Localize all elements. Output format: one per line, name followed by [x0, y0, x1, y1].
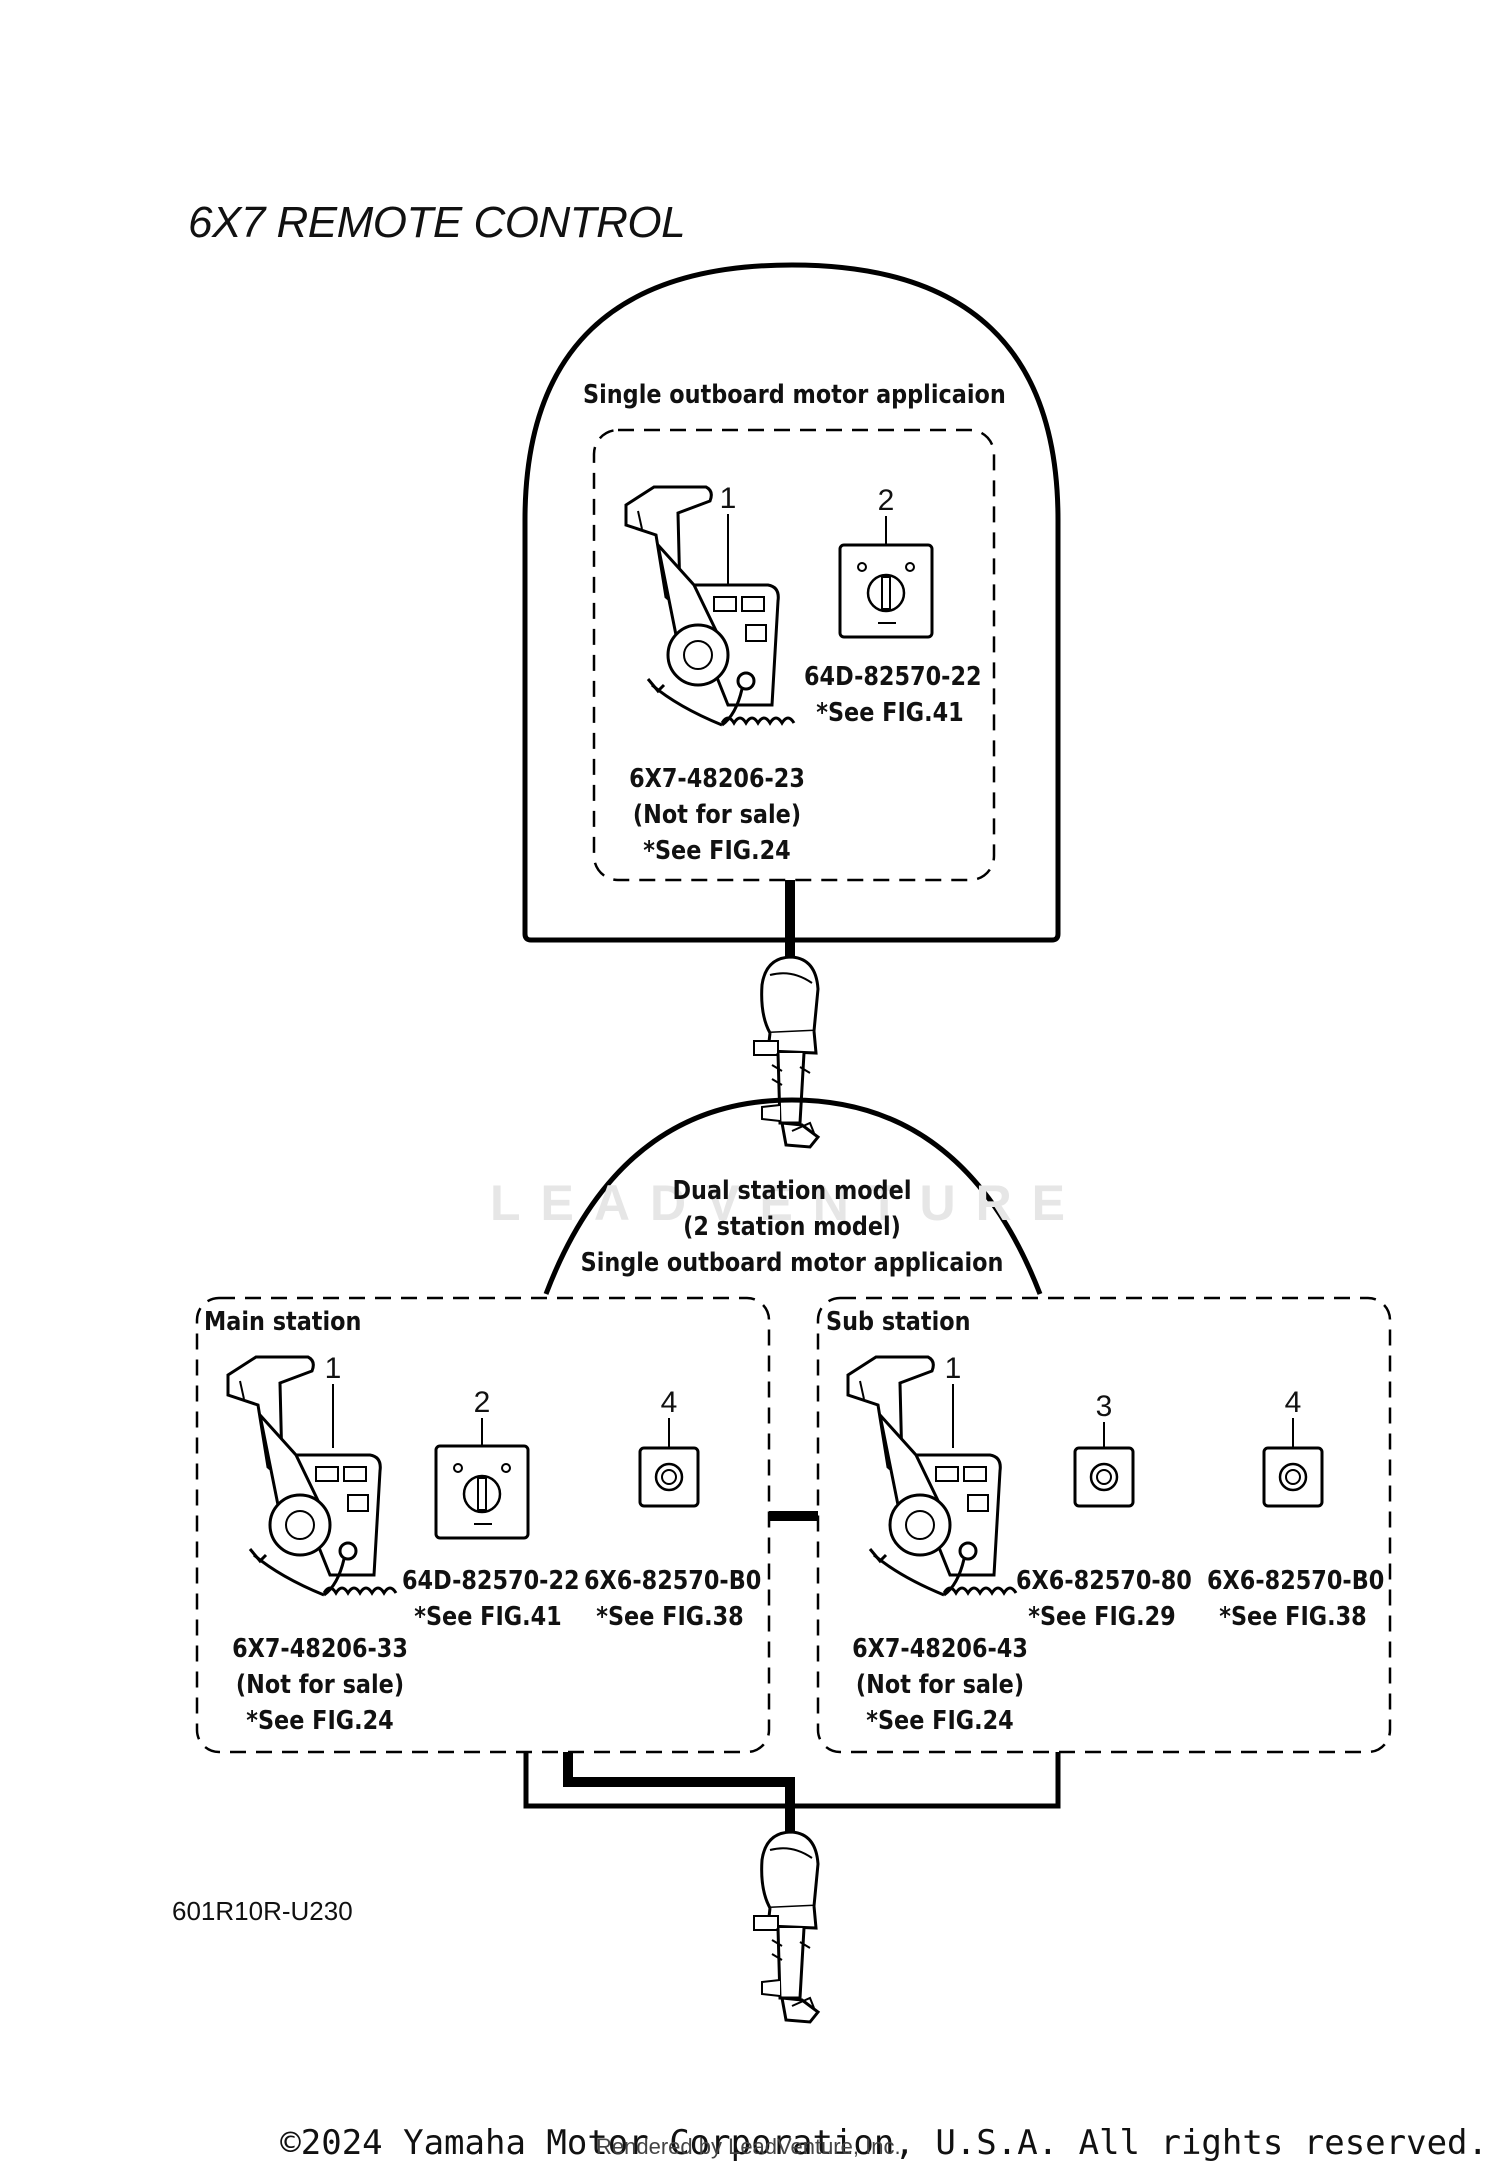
single-app-group-box — [592, 428, 996, 882]
sub-station-box — [816, 1296, 1392, 1754]
dual-app-arch — [543, 1097, 1043, 1295]
sub-control-callout: 1 — [944, 1352, 962, 1385]
part-number: 6X7-48206-23 — [629, 764, 805, 794]
single-app-header: Single outboard motor applicaion — [583, 380, 1006, 410]
fig-ref: *See FIG.38 — [596, 1602, 744, 1632]
part-number: 6X6-82570-B0 — [1207, 1566, 1385, 1596]
part-number: 6X6-82570-B0 — [584, 1566, 762, 1596]
part-number: 64D-82570-22 — [402, 1566, 580, 1596]
main-switch-label: 64D-82570-22 *See FIG.41 — [402, 1563, 580, 1635]
fig-ref: *See FIG.24 — [866, 1706, 1014, 1736]
main-station-label: Main station — [204, 1307, 362, 1337]
sub-button4-callout: 4 — [1284, 1386, 1302, 1419]
watermark: LEADVENTURE — [490, 1175, 1086, 1231]
part-number: 6X7-48206-33 — [232, 1634, 408, 1664]
fig-ref: *See FIG.41 — [414, 1602, 562, 1632]
fig-ref: *See FIG.38 — [1219, 1602, 1367, 1632]
sub-control-label: 6X7-48206-43 (Not for sale) *See FIG.24 — [850, 1631, 1031, 1739]
sub-button3-callout: 3 — [1095, 1390, 1113, 1423]
single-switch-callout: 2 — [877, 484, 895, 517]
dual-app-header: Dual station model (2 station model) Sin… — [577, 1173, 1007, 1281]
single-app-frame — [522, 262, 1061, 943]
dual-header-line: Single outboard motor applicaion — [580, 1248, 1004, 1278]
fig-ref: *See FIG.24 — [246, 1706, 394, 1736]
part-note: (Not for sale) — [235, 1670, 405, 1700]
main-control-callout: 1 — [324, 1352, 342, 1385]
single-control-label: 6X7-48206-23 (Not for sale) *See FIG.24 — [627, 761, 808, 869]
single-control-callout: 1 — [719, 482, 737, 515]
copyright: ©2024 Yamaha Motor Corporation, U.S.A. A… — [280, 2123, 1488, 2163]
main-button-label: 6X6-82570-B0 *See FIG.38 — [584, 1563, 762, 1635]
part-number: 6X6-82570-80 — [1016, 1566, 1192, 1596]
part-number: 64D-82570-22 — [804, 662, 982, 692]
single-switch-label: 64D-82570-22 *See FIG.41 — [804, 659, 982, 731]
part-note: (Not for sale) — [855, 1670, 1025, 1700]
page-title: 6X7 REMOTE CONTROL — [188, 198, 686, 247]
main-switch-callout: 2 — [473, 1386, 491, 1419]
part-note: (Not for sale) — [632, 800, 802, 830]
bottom-cable — [563, 1752, 795, 1840]
main-station-box — [195, 1296, 771, 1754]
dual-header-line: Dual station model — [672, 1176, 912, 1206]
figure-code: 601R10R-U230 — [172, 1896, 353, 1926]
sub-button4-label: 6X6-82570-B0 *See FIG.38 — [1207, 1563, 1385, 1635]
rendered-by: Rendered by LeadVenture, Inc. — [596, 2134, 901, 2159]
main-button-callout: 4 — [660, 1386, 678, 1419]
part-number: 6X7-48206-43 — [852, 1634, 1028, 1664]
sub-station-label: Sub station — [826, 1307, 971, 1337]
dual-header-line: (2 station model) — [683, 1212, 901, 1242]
fig-ref: *See FIG.41 — [816, 698, 964, 728]
fig-ref: *See FIG.24 — [643, 836, 791, 866]
sub-button3-label: 6X6-82570-80 *See FIG.29 — [1016, 1563, 1192, 1635]
fig-ref: *See FIG.29 — [1028, 1602, 1176, 1632]
main-control-label: 6X7-48206-33 (Not for sale) *See FIG.24 — [230, 1631, 411, 1739]
